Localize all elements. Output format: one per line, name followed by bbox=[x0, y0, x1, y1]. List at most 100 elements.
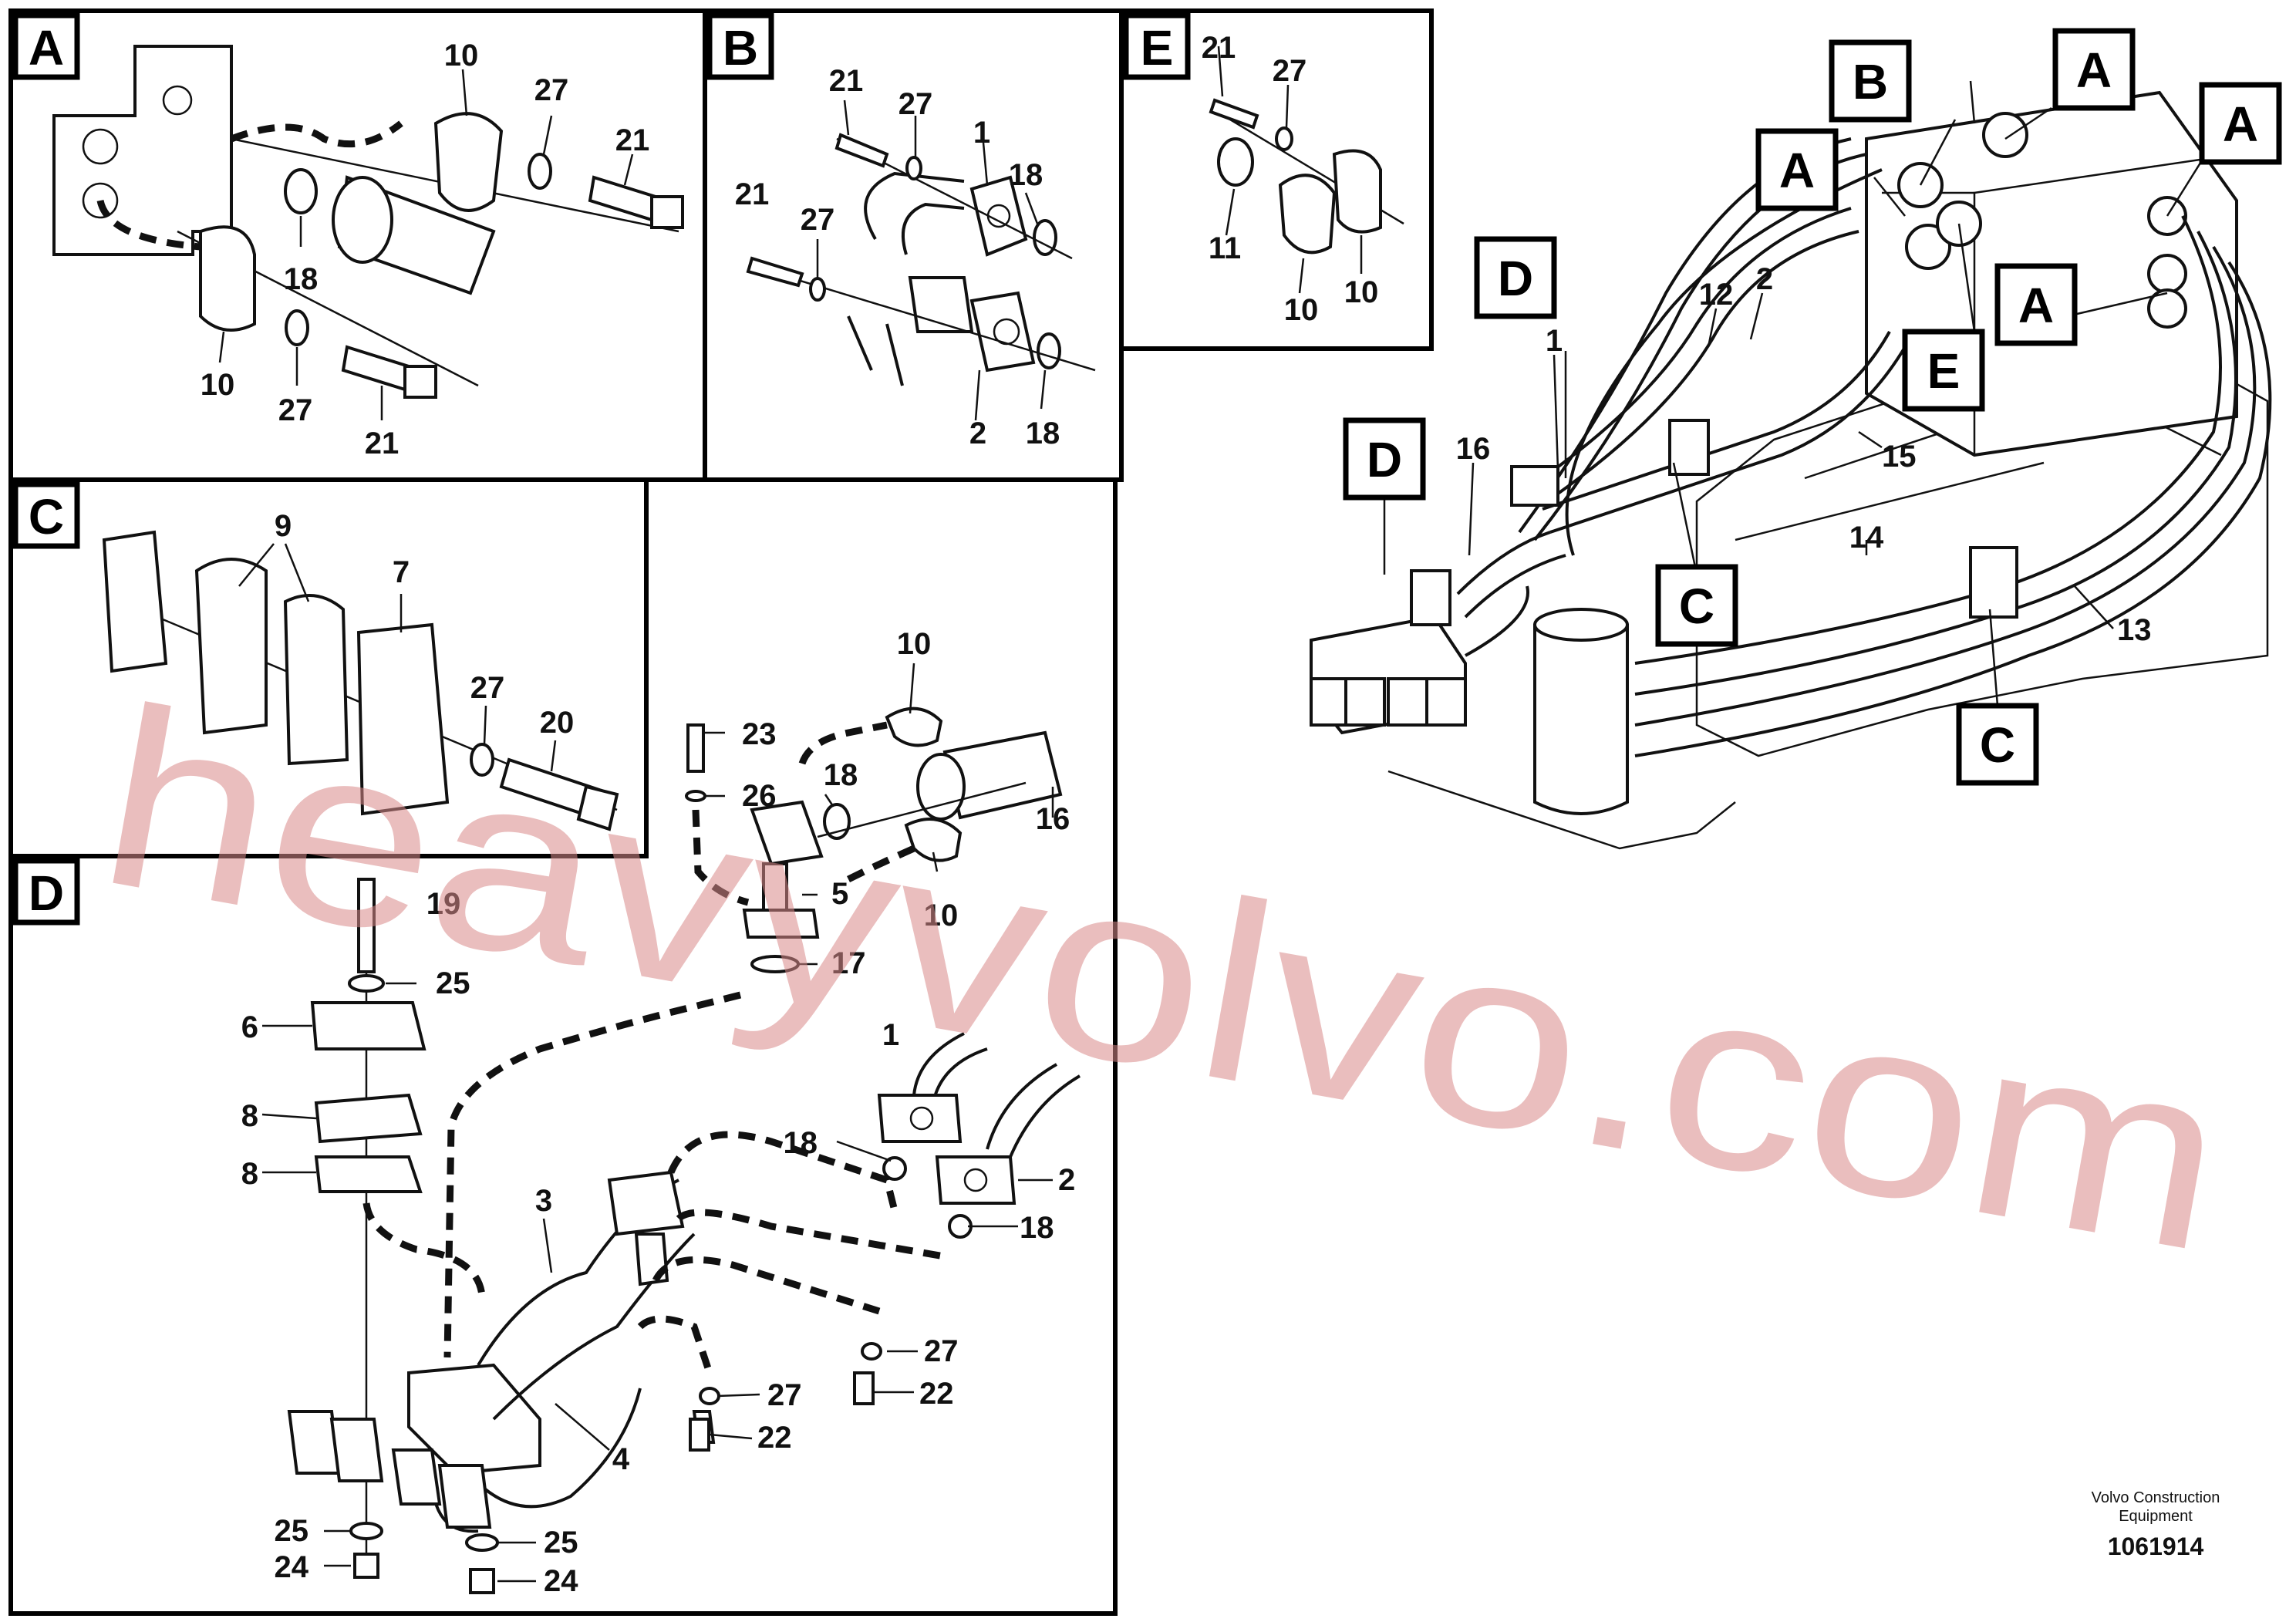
clamp-half-10-d-upper bbox=[885, 706, 943, 747]
part-label: 22 bbox=[757, 1421, 792, 1455]
clamp-half-10-e-front bbox=[1278, 174, 1337, 255]
part-label: 10 bbox=[924, 899, 959, 932]
part-label: 27 bbox=[1273, 54, 1307, 88]
part-label: 27 bbox=[899, 87, 933, 121]
part-label: 27 bbox=[924, 1334, 959, 1368]
part-label: 7 bbox=[393, 555, 410, 589]
part-label: 25 bbox=[436, 966, 470, 1000]
part-label: 27 bbox=[278, 393, 313, 427]
flange-2-b bbox=[969, 291, 1036, 373]
part-label: 21 bbox=[735, 177, 770, 211]
panel-frames bbox=[8, 8, 1434, 1616]
manifold-block bbox=[407, 1363, 541, 1475]
callout-c-right bbox=[1956, 703, 2039, 786]
callout-label-b: B bbox=[1853, 54, 1888, 110]
bolt-21-b-lower bbox=[746, 256, 804, 288]
part-label: 2 bbox=[969, 416, 986, 450]
cover-plate-7 bbox=[356, 622, 450, 816]
part-number-labels: 10 27 21 18 10 27 21 21 27 1 18 21 27 2 … bbox=[201, 31, 2152, 1598]
part-label: 18 bbox=[784, 1126, 818, 1160]
callout-label-d-lower: D bbox=[1367, 432, 1402, 487]
part-label: 26 bbox=[742, 779, 777, 813]
clamp-half-9-right bbox=[283, 594, 349, 766]
swivel-joint bbox=[1533, 612, 1629, 815]
clamp-half-10-upper bbox=[433, 112, 504, 212]
part-label: 1 bbox=[973, 116, 990, 150]
bolt-21-b-upper bbox=[834, 133, 889, 168]
washer-27-d-left bbox=[699, 1387, 720, 1405]
part-label: 27 bbox=[470, 671, 505, 705]
part-label: 24 bbox=[275, 1550, 309, 1584]
watermark: heavyvolvo.com bbox=[83, 653, 2244, 1307]
clamp-half-10-lower bbox=[199, 225, 256, 332]
part-label: 10 bbox=[897, 627, 932, 661]
part-label: 10 bbox=[1284, 293, 1319, 327]
part-label: 19 bbox=[426, 887, 461, 921]
bolt-21-e bbox=[1209, 98, 1259, 130]
panel-b-frame bbox=[703, 8, 1124, 482]
part-label: 9 bbox=[275, 509, 292, 543]
company-line-1: Volvo Construction bbox=[2092, 1489, 2220, 1506]
callout-d-lower bbox=[1343, 417, 1426, 501]
section-label-b: B bbox=[723, 20, 758, 76]
part-label: 20 bbox=[540, 706, 575, 740]
part-label: 27 bbox=[767, 1378, 802, 1412]
callout-label-e: E bbox=[1927, 343, 1961, 399]
part-label: 1 bbox=[882, 1018, 899, 1052]
clamp-main-upper bbox=[1510, 465, 1559, 507]
clamp-half-10-e-back bbox=[1332, 149, 1382, 234]
part-label: 3 bbox=[535, 1184, 552, 1218]
panel-d-frame bbox=[8, 477, 1118, 1616]
bolt-22-right bbox=[853, 1371, 875, 1405]
flange-3 bbox=[607, 1170, 685, 1236]
valve-block-a bbox=[52, 45, 233, 256]
clamp-main-right bbox=[1969, 546, 2018, 619]
flange-2-d bbox=[935, 1155, 1017, 1205]
bolt-21-lower bbox=[341, 345, 411, 392]
nut-24-left bbox=[353, 1553, 379, 1579]
section-box-c bbox=[12, 481, 80, 549]
callout-a-left bbox=[1755, 128, 1839, 211]
nut-24-right bbox=[469, 1568, 495, 1594]
part-label: 21 bbox=[1202, 31, 1236, 65]
part-label: 21 bbox=[365, 427, 400, 460]
section-box-b bbox=[706, 12, 774, 80]
part-label: 18 bbox=[824, 758, 858, 792]
o-ring-18-a bbox=[284, 168, 318, 214]
clamp-6 bbox=[310, 1001, 426, 1050]
bolt-19 bbox=[357, 878, 376, 973]
flange-1-d bbox=[877, 1094, 963, 1143]
flange-bottom-2 bbox=[329, 1418, 384, 1482]
part-label: 6 bbox=[241, 1010, 258, 1044]
part-label: 27 bbox=[801, 203, 835, 237]
washer-25-upper bbox=[348, 974, 385, 993]
bolt-22-left bbox=[689, 1418, 710, 1452]
section-label-e: E bbox=[1141, 20, 1174, 76]
washer-27-lower bbox=[285, 309, 309, 346]
callout-label-a-right: A bbox=[2223, 96, 2258, 152]
part-label: 16 bbox=[1036, 802, 1070, 836]
panel-c bbox=[102, 530, 619, 831]
part-label: 23 bbox=[742, 717, 777, 751]
section-box-d bbox=[12, 858, 80, 926]
washer-27-b-lower bbox=[809, 277, 826, 302]
section-label-a: A bbox=[29, 20, 64, 76]
section-labels: A B E C D B A A A A E D D C C bbox=[12, 12, 2282, 926]
part-label: 13 bbox=[2117, 613, 2152, 647]
flange-bottom-3 bbox=[391, 1448, 442, 1506]
panel-b bbox=[746, 99, 1096, 421]
flange-bottom-4 bbox=[437, 1464, 492, 1529]
part-label: 18 bbox=[284, 262, 319, 296]
callout-label-d-upper: D bbox=[1498, 251, 1533, 306]
clamp-half-10-d-lower bbox=[904, 818, 963, 862]
callout-label-c-right: C bbox=[1980, 717, 2015, 773]
part-label: 18 bbox=[1020, 1211, 1054, 1245]
part-label: 25 bbox=[544, 1526, 578, 1560]
company-line-2: Equipment bbox=[2119, 1508, 2193, 1525]
document-number: 1061914 bbox=[2108, 1533, 2204, 1560]
callout-e bbox=[1902, 329, 1985, 412]
clamp-half-9-left bbox=[194, 558, 268, 735]
clamp-half-8-upper bbox=[314, 1093, 423, 1144]
part-label: 2 bbox=[1058, 1163, 1075, 1197]
part-label: 10 bbox=[444, 39, 479, 73]
